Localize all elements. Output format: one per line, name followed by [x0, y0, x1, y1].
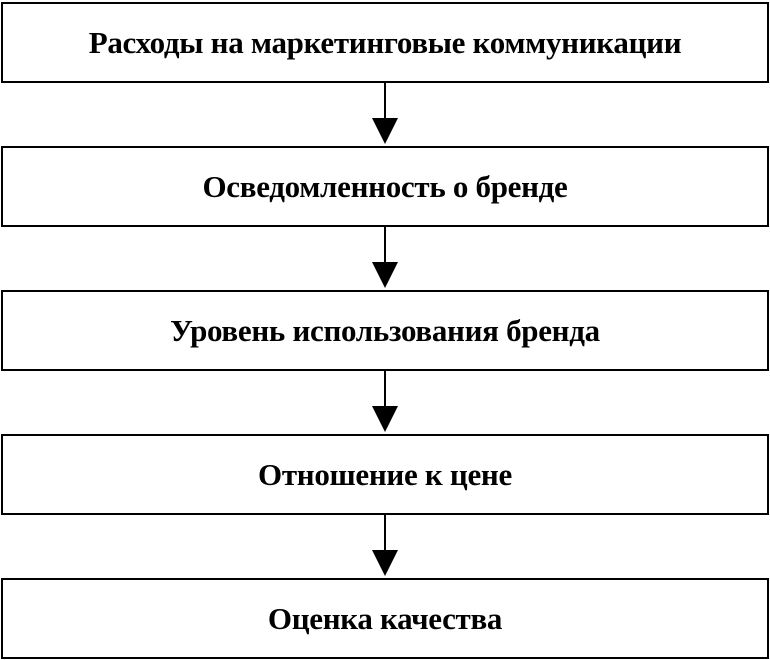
step-label: Уровень использования бренда	[170, 312, 600, 348]
arrow-down-icon	[372, 371, 398, 432]
arrow-down-icon	[372, 515, 398, 576]
step-box-price-attitude: Отношение к цене	[1, 434, 769, 515]
step-box-marketing-spend: Расходы на маркетинговые коммуникации	[1, 2, 769, 83]
step-box-brand-usage: Уровень использования бренда	[1, 290, 769, 371]
step-label: Отношение к цене	[258, 456, 512, 492]
step-label: Осведомленность о бренде	[202, 168, 568, 204]
arrow-down-icon	[372, 227, 398, 288]
step-label: Расходы на маркетинговые коммуникации	[88, 24, 682, 60]
step-box-quality-rating: Оценка качества	[1, 578, 769, 659]
arrow-down-icon	[372, 83, 398, 144]
step-box-brand-awareness: Осведомленность о бренде	[1, 146, 769, 227]
step-label: Оценка качества	[267, 600, 503, 636]
